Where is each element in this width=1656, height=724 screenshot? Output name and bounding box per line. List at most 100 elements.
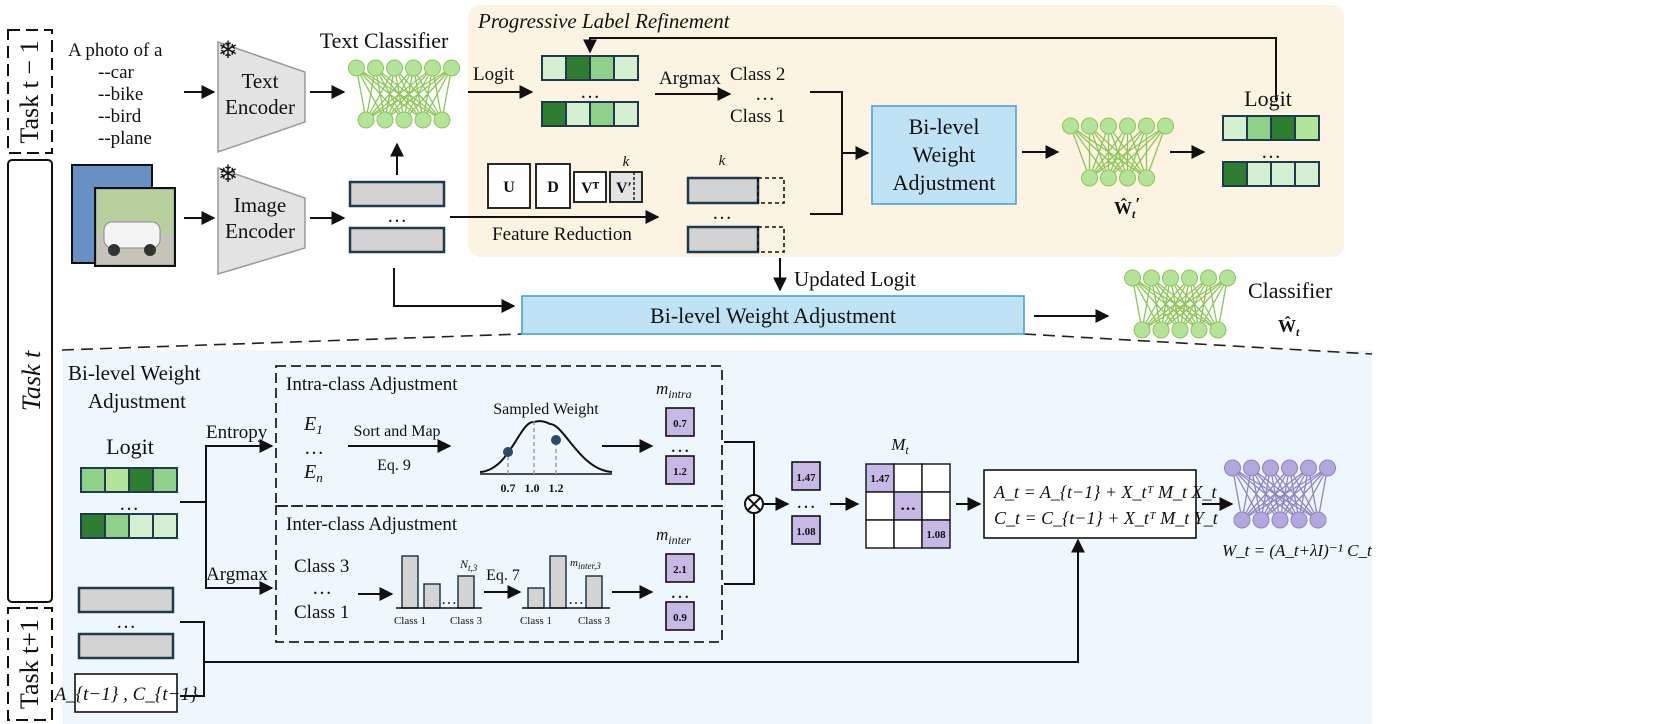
intra-e-dots: … [304,437,324,459]
m-intra-label: mintra [656,379,692,401]
net-edge [1069,125,1091,179]
plr-out-logit-dots: … [1261,141,1281,163]
net-edge [365,67,433,121]
argmax-label: Argmax [206,564,268,585]
hist-left-label-1: Class 1 [394,615,426,627]
combined-top-val: 1.47 [796,472,816,484]
net-node [1152,321,1170,339]
net-node [1319,459,1336,477]
net-node [1133,321,1151,339]
task-cur-box [7,159,53,603]
net-edge [365,67,452,121]
combined-bottom [791,515,821,545]
gaussian-curve [479,420,613,475]
classifier-label: Classifier [1248,278,1333,303]
sort-map-label: Sort and Map [353,423,440,440]
mt-val-1: … [900,497,916,514]
net-node [1162,269,1179,287]
net-edge [1317,467,1329,521]
net-edge [1141,277,1228,331]
detail-logit-dots: … [119,493,139,515]
update-eq-box [983,469,1197,539]
net-edge [1241,467,1328,521]
net-node [443,59,460,77]
m-inter-top-val: 2.1 [673,564,687,576]
net-edge [1179,277,1228,331]
plr-out-logit-row-bottom [1222,161,1320,187]
feature-dots: … [387,205,407,227]
prev-stats-label: A_{t−1} , C_{t−1} [52,684,198,705]
net-node [1124,269,1141,287]
arrow-features-to-bwa [393,268,516,313]
update-eq-c: C_t = C_{t−1} + X_tᵀ M_t Y_t [994,508,1219,528]
net-node [1181,269,1198,287]
text-item-bird: --bird [98,106,142,127]
net-edge [1260,467,1328,521]
plr-out-logit-label: Logit [1244,86,1292,111]
m-intra-dots: … [670,435,690,457]
net-node [1138,117,1155,135]
net-edge [403,67,452,121]
reduced-bar-top-dashed [757,177,785,204]
net-node [1271,511,1289,529]
snowflake-icon: ❄ [218,38,238,64]
net-edge [1241,467,1272,521]
inter-title: Inter-class Adjustment [286,514,458,535]
svd-u-box [487,163,531,209]
task-next-label: Task t+1 [15,619,44,709]
svd-vt-label: Vᵀ [581,180,600,197]
m-intra-top-val: 0.7 [673,418,687,430]
m-intra-bottom [665,455,695,485]
net-node [367,59,384,77]
net-edge [355,67,367,121]
net-node [424,59,441,77]
classifier-w-hat: Ŵt [1278,315,1300,339]
net-node [376,111,394,129]
plr-bwa-line2: Weight [913,142,976,167]
mt-val-2: 1.08 [926,529,946,541]
svd-d-box [535,163,571,209]
detail-background [62,350,1372,724]
multiply-icon-x2 [747,497,761,511]
net-edge [1241,467,1309,521]
text-encoder [217,40,306,154]
eq7-label: Eq. 7 [486,567,520,584]
text-item-bike: --bike [98,84,143,105]
net-node [348,59,365,77]
net-node [1233,511,1251,529]
detail-logit-label: Logit [106,434,154,459]
task-next-box [7,607,53,721]
plr-class-dots: … [755,83,775,105]
text-prompt: A photo of a [68,40,163,61]
intra-box [275,365,723,507]
net-node [1219,269,1236,287]
wt-formula: W_t = (A_t+λI)⁻¹ C_t [1222,541,1373,560]
hist-left-dots: … [441,591,457,608]
zoom-line-left [61,333,523,351]
net-edge [384,67,452,121]
net-edge [1217,277,1229,331]
image-encoder [217,166,306,276]
net-node [1190,321,1208,339]
inter-class1: Class 1 [294,602,349,623]
svd-vprime-label: V′ [616,180,632,197]
net-node [1209,321,1227,339]
plr-class2: Class 2 [730,64,785,85]
net-edge [1241,467,1290,521]
final-classifier-net [1124,269,1236,339]
svd-d-label: D [547,179,559,196]
svd-u-label: U [503,179,515,196]
combined-dots: … [796,491,816,513]
plr-bwa-line3: Adjustment [893,170,996,195]
net-node [1100,169,1117,187]
plr-title: Progressive Label Refinement [477,9,731,33]
net-edge [1298,467,1329,521]
net-edge [1141,277,1190,331]
net-node [1224,459,1241,477]
net-edge [1108,125,1166,179]
net-edge [1131,277,1143,331]
feature-bar-dots: … [116,611,136,633]
net-node [1138,169,1155,187]
net-edge [1145,125,1167,179]
